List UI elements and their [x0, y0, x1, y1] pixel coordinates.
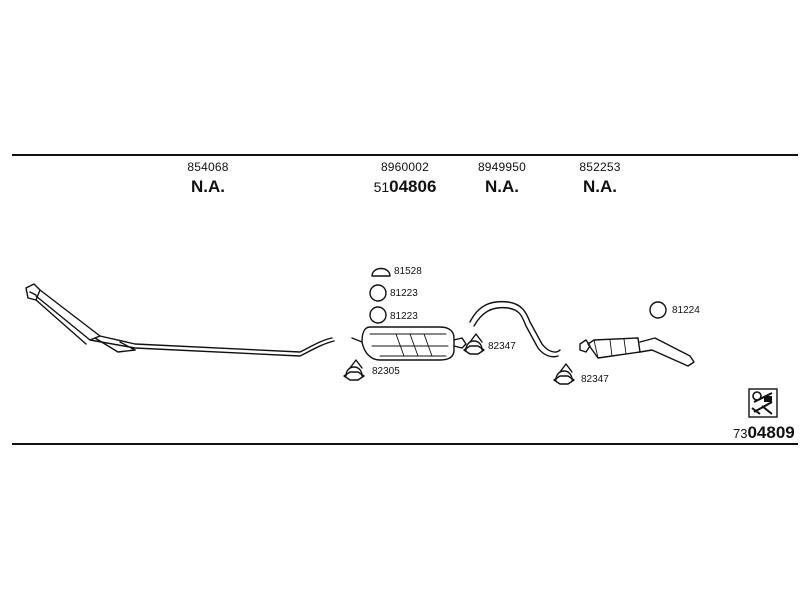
part-label: 81223	[390, 288, 418, 299]
part-code: N.A.	[485, 177, 519, 196]
ring-icon	[649, 301, 667, 319]
part-number: 852253	[579, 160, 621, 174]
ring-icon	[369, 284, 387, 302]
top-rule	[12, 154, 798, 156]
part-label: 82347	[488, 341, 516, 352]
part-number: 854068	[187, 160, 229, 174]
part-code: N.A.	[191, 177, 225, 196]
system-code: 7304809	[733, 423, 795, 442]
clamp-icon	[463, 333, 485, 355]
part-number: 8949950	[477, 160, 527, 174]
clamp-icon	[553, 363, 575, 385]
part-label: 82347	[581, 374, 609, 385]
header-center-silencer: 8960002 5104806	[345, 160, 465, 197]
part-label: 81223	[390, 311, 418, 322]
ring-icon	[369, 306, 387, 324]
manufacturer-logo-icon	[748, 388, 778, 418]
part-label: 81224	[672, 305, 700, 316]
gasket-icon	[371, 267, 391, 277]
front-pipe	[25, 283, 335, 357]
part-label: 81528	[394, 266, 422, 277]
clamp-icon	[343, 359, 365, 381]
part-label: 82305	[372, 366, 400, 377]
header-rear-silencer: 852253 N.A.	[540, 160, 660, 197]
rear-silencer	[579, 337, 695, 367]
part-code: 5104806	[373, 177, 437, 196]
part-number: 8960002	[380, 160, 430, 174]
header-middle-pipe: 8949950 N.A.	[442, 160, 562, 197]
center-silencer	[351, 326, 467, 361]
header-front-pipe: 854068 N.A.	[148, 160, 268, 197]
bottom-rule	[12, 443, 798, 445]
middle-pipe	[469, 300, 561, 358]
part-code: N.A.	[583, 177, 617, 196]
